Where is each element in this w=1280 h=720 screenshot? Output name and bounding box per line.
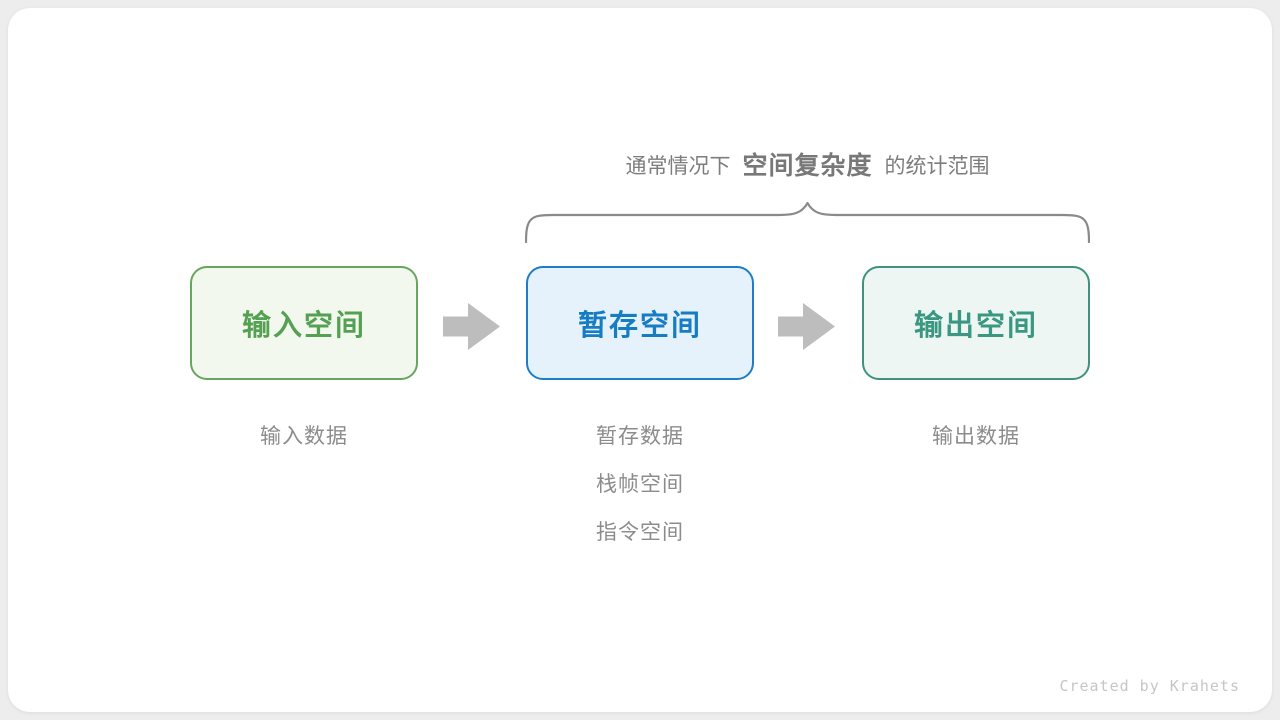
note-line: 栈帧空间 <box>596 473 684 496</box>
annotation-highlight: 空间复杂度 <box>742 152 873 180</box>
credit-text: Created by Krahets <box>1059 677 1240 695</box>
annotation-title: 通常情况下空间复杂度的统计范围 <box>525 146 1090 182</box>
box-temp-space: 暂存空间 <box>526 266 754 380</box>
box-input-space: 输入空间 <box>190 266 418 380</box>
annotation-suffix: 的统计范围 <box>884 155 990 178</box>
notes-output-column: 输出数据 <box>862 413 1090 461</box>
box-output-space: 输出空间 <box>862 266 1090 380</box>
box-input-space-label: 输入空间 <box>241 310 366 342</box>
note-line: 输入数据 <box>260 425 348 448</box>
notes-input-column: 输入数据 <box>190 413 418 461</box>
note-line: 输出数据 <box>932 425 1020 448</box>
box-output-space-label: 输出空间 <box>913 310 1038 342</box>
curly-brace <box>525 201 1090 243</box>
right-arrow-icon <box>778 303 835 350</box>
note-line: 暂存数据 <box>596 425 684 448</box>
notes-temp-column: 暂存数据 栈帧空间 指令空间 <box>526 413 754 557</box>
right-arrow-icon <box>443 303 500 350</box>
annotation-prefix: 通常情况下 <box>625 155 731 178</box>
box-temp-space-label: 暂存空间 <box>577 310 702 342</box>
note-line: 指令空间 <box>596 521 684 544</box>
